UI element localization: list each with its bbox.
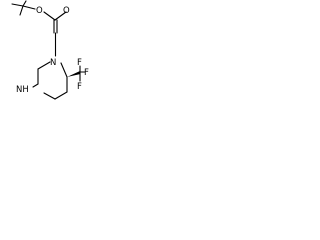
bond-tbu-quaternary-carbon	[22, 5, 36, 10]
stereo-wedge-bond	[67, 71, 81, 77]
bond-carbonyl-nitrogen	[54, 11, 67, 21]
bond-tbu-methyl-top	[22, 0, 27, 7]
atom-label-ester-oxygen: O	[36, 6, 43, 16]
atom-label-fluorine-bottom: F	[77, 82, 82, 92]
bond-c1-n1	[60, 62, 68, 78]
atom-label-fluorine-right: F	[84, 68, 89, 78]
atom-label-carbonyl-oxygen: O	[63, 6, 70, 16]
bond-c3-c2	[54, 91, 68, 100]
chemical-structure: O O N NH F F F	[11, 0, 89, 100]
tert-butyl-group	[11, 0, 36, 16]
atom-label-ring-nh: NH	[16, 85, 29, 95]
bond-n4-c3	[43, 92, 56, 100]
bond-n1-c6	[37, 61, 51, 70]
atom-label-ring-nitrogen: N	[50, 58, 56, 68]
trifluoromethyl-group	[67, 65, 86, 82]
atom-label-fluorine-top: F	[77, 58, 82, 68]
bond-c5-n4	[32, 83, 39, 88]
bond-oxygen-carbonyl-carbon	[43, 11, 56, 21]
bond-tbu-methyl-left	[11, 3, 24, 7]
bond-tbu-methyl-bottom	[19, 5, 24, 16]
piperazine-ring	[32, 61, 68, 100]
carbamate-group	[43, 11, 67, 57]
